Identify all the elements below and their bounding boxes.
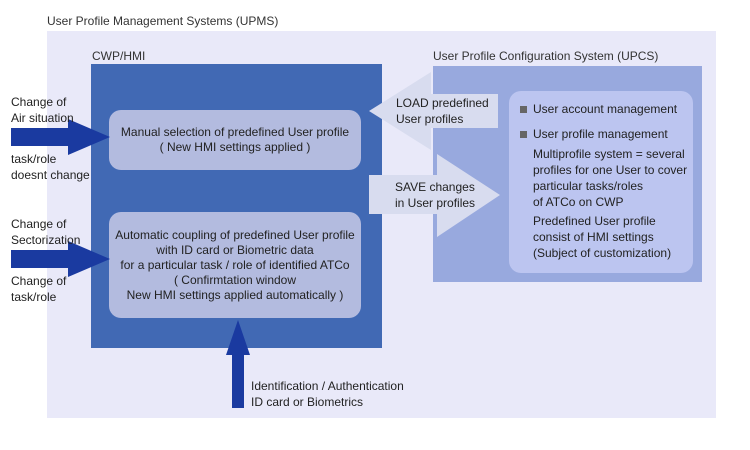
auto-line-4: ( Confirmtation window <box>173 272 297 287</box>
multiprofile-description: Multiprofile system = several profiles f… <box>533 146 687 210</box>
sectorization-label: Change of Sectorization <box>11 216 80 248</box>
task-change-line-2: task/role <box>11 290 57 304</box>
task-no-change-line-1: task/role <box>11 152 57 166</box>
bullet-user-profile-label: User profile management <box>533 127 668 141</box>
sectorization-arrow-icon <box>11 241 110 277</box>
cwp-hmi-title: CWP/HMI <box>92 49 146 63</box>
task-no-change-line-2: doesnt change <box>11 168 90 182</box>
load-block-arrow <box>369 72 498 150</box>
predefined-line-3: (Subject of customization) <box>533 246 672 260</box>
save-label: SAVE changes in User profiles <box>395 179 475 211</box>
manual-line-1: Manual selection of predefined User prof… <box>120 125 350 139</box>
manual-selection-box: Manual selection of predefined User prof… <box>109 110 361 170</box>
bullet-user-account-label: User account management <box>533 102 678 116</box>
load-label: LOAD predefined User profiles <box>396 95 489 127</box>
multiprofile-line-3: particular tasks/roles <box>533 179 644 193</box>
multiprofile-line-1: Multiprofile system = several <box>533 147 685 161</box>
identification-line-2: ID card or Biometrics <box>251 395 364 409</box>
automatic-coupling-box: Automatic coupling of predefined User pr… <box>109 212 361 318</box>
task-change-label: Change of task/role <box>11 273 66 305</box>
bullet-user-account: User account management <box>520 101 677 117</box>
save-line-1: SAVE changes <box>395 180 475 194</box>
air-situation-arrow-icon <box>11 119 110 155</box>
save-line-2: in User profiles <box>395 196 476 210</box>
auto-line-1: Automatic coupling of predefined User pr… <box>115 227 355 242</box>
predefined-line-1: Predefined User profile <box>533 214 656 228</box>
auto-line-5: New HMI settings applied automatically ) <box>126 287 344 302</box>
identification-line-1: Identification / Authentication <box>251 379 404 393</box>
load-line-2: User profiles <box>396 112 464 126</box>
predefined-line-2: consist of HMI settings <box>533 230 654 244</box>
bullet-square-icon <box>520 105 527 113</box>
task-change-line-1: Change of <box>11 274 67 288</box>
identification-arrow-icon <box>226 320 250 408</box>
identification-label: Identification / Authentication ID card … <box>251 378 404 410</box>
sectorization-line-2: Sectorization <box>11 233 81 247</box>
air-situation-line-2: Air situation <box>11 111 74 125</box>
upcs-title: User Profile Configuration System (UPCS) <box>433 49 659 63</box>
save-block-arrow <box>369 154 500 237</box>
bullet-square-icon <box>520 130 527 138</box>
auto-line-3: for a particular task / role of identifi… <box>120 257 350 272</box>
bullet-user-profile: User profile management <box>520 126 668 142</box>
load-line-1: LOAD predefined <box>396 96 489 110</box>
task-no-change-label: task/role doesnt change <box>11 151 90 183</box>
auto-line-2: with ID card or Biometric data <box>156 242 314 257</box>
air-situation-line-1: Change of <box>11 95 67 109</box>
upms-title: User Profile Management Systems (UPMS) <box>47 14 279 28</box>
multiprofile-line-2: profiles for one User to cover <box>533 163 688 177</box>
upcs-detail-box <box>509 91 693 273</box>
sectorization-line-1: Change of <box>11 217 67 231</box>
predefined-profile-description: Predefined User profile consist of HMI s… <box>533 213 671 261</box>
multiprofile-line-4: of ATCo on CWP <box>533 195 624 209</box>
air-situation-label: Change of Air situation <box>11 94 74 126</box>
manual-line-2: ( New HMI settings applied ) <box>159 140 311 154</box>
